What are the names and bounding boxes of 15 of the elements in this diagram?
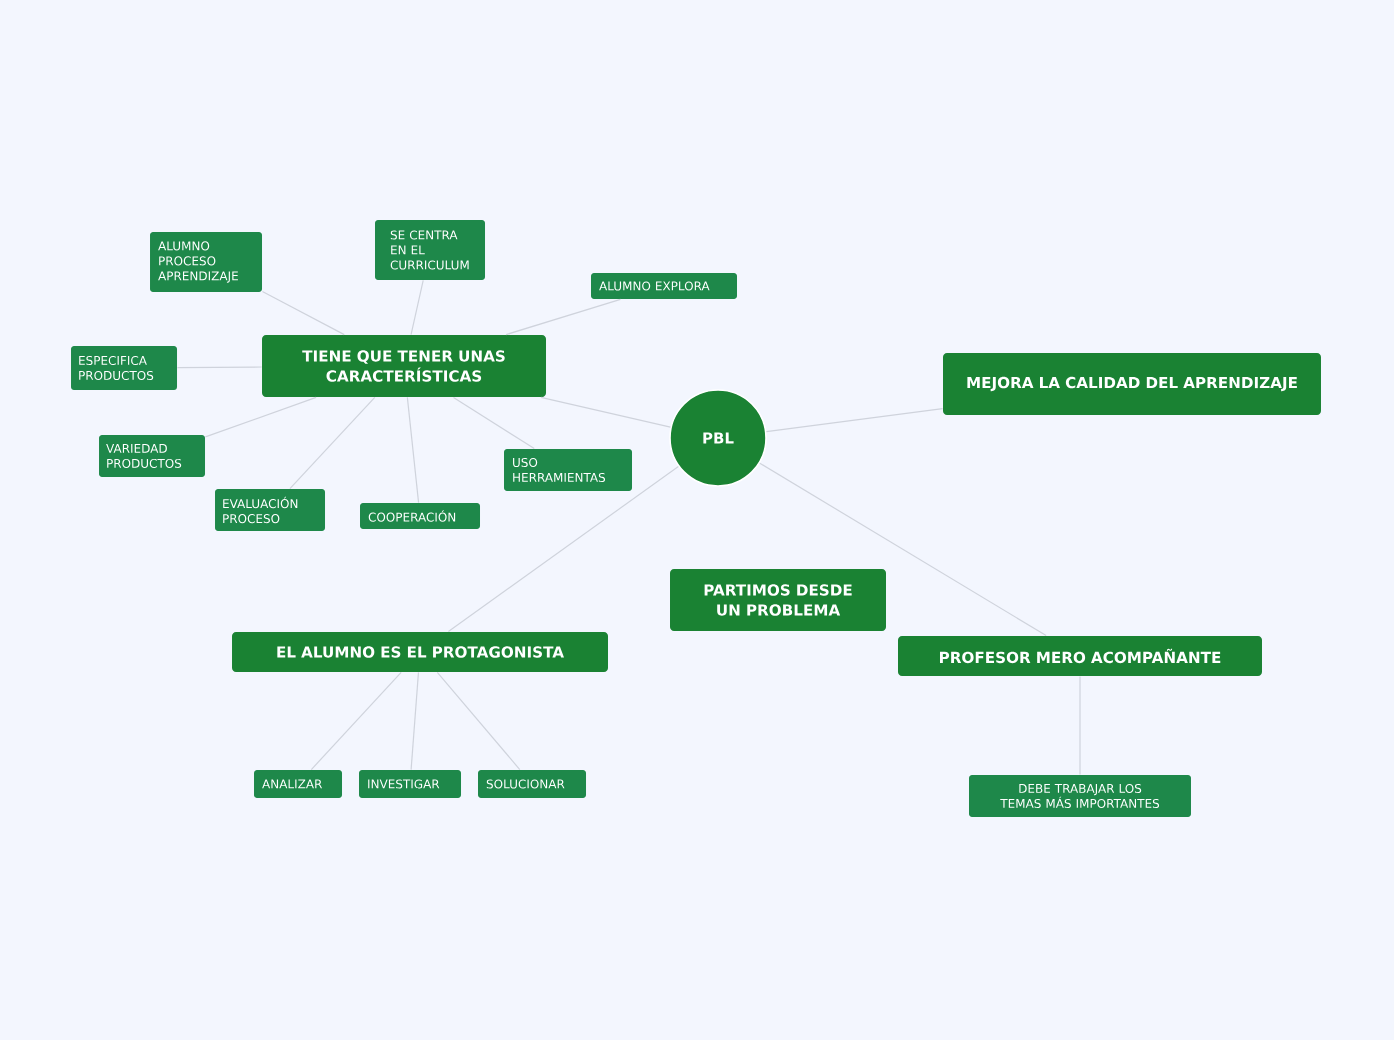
connector-line bbox=[406, 396, 420, 504]
connector-line bbox=[540, 396, 672, 428]
connector-line bbox=[410, 671, 420, 771]
connector-line bbox=[436, 671, 521, 771]
connector-line bbox=[410, 279, 424, 336]
connector-line bbox=[505, 298, 622, 336]
connector-line bbox=[310, 671, 402, 771]
connector-line bbox=[447, 465, 679, 633]
connector-line bbox=[452, 396, 535, 450]
connector-line bbox=[765, 408, 944, 433]
connector-line bbox=[289, 396, 376, 490]
connector-line bbox=[261, 290, 345, 336]
connector-line bbox=[204, 396, 317, 438]
connector-line bbox=[176, 366, 263, 369]
connector-line bbox=[759, 462, 1047, 637]
